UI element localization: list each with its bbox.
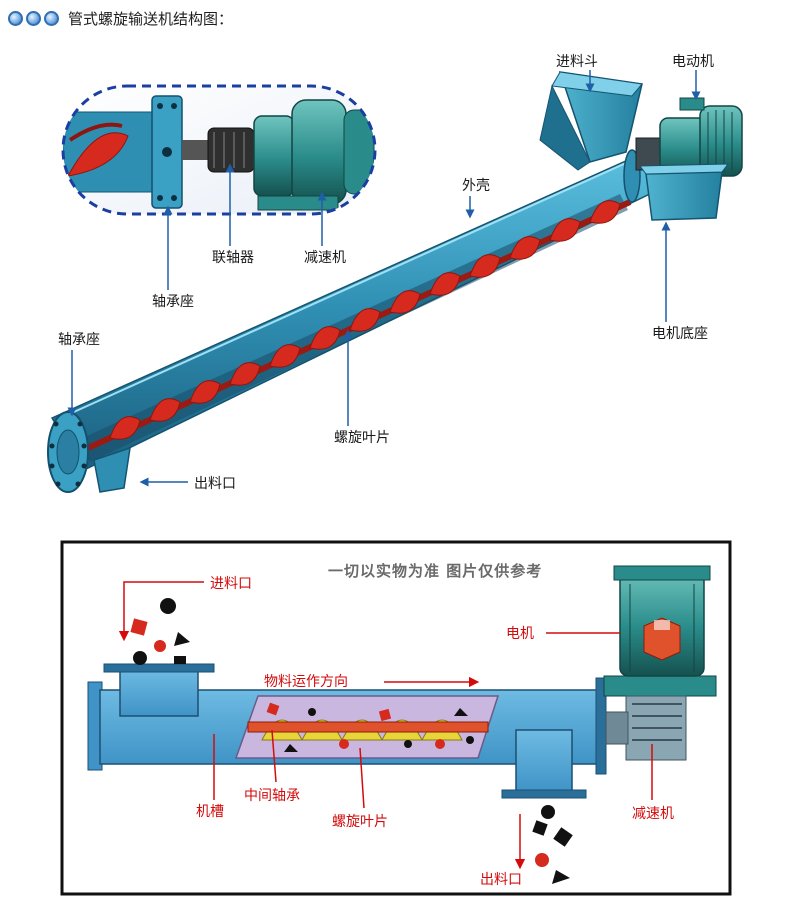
outlet-spout [93, 446, 131, 493]
bullet-dot-icon [26, 10, 41, 26]
outgoing-materials [532, 805, 573, 884]
incoming-materials [130, 598, 190, 665]
bottom-drive-assembly [603, 565, 717, 761]
label-outlet: 出料口 [480, 872, 522, 888]
top-conveyor-diagram: 进料斗 电动机 外壳 减速机 联轴器 轴承座 电机底座 螺旋叶片 轴承座 出料口 [47, 54, 743, 493]
label-feed-hopper: 进料斗 [556, 54, 598, 70]
page-header: 管式螺旋输送机结构图： [8, 6, 233, 30]
label-screw-blade: 螺旋叶片 [332, 814, 388, 830]
label-coupling: 联轴器 [212, 250, 254, 266]
top-motor-base [639, 163, 730, 221]
label-reducer: 减速机 [632, 806, 674, 822]
end-bearing-seat [47, 411, 89, 493]
bullet-dot-icon [8, 10, 23, 26]
bullet-dot-icon [44, 10, 59, 26]
disclaimer-text: 一切以实物为准 图片仅供参考 [328, 562, 542, 580]
label-screw-blade: 螺旋叶片 [334, 430, 390, 446]
label-casing: 外壳 [462, 177, 490, 194]
label-middle-bearing: 中间轴承 [244, 788, 300, 804]
label-motor: 电动机 [672, 54, 714, 70]
detail-inset [61, 84, 377, 216]
label-flow-direction: 物料运作方向 [264, 674, 348, 690]
label-bearing-seat-end: 轴承座 [58, 332, 100, 348]
label-motor: 电机 [506, 626, 534, 642]
bottom-leader-lines [118, 581, 653, 870]
label-inlet: 进料口 [210, 576, 252, 592]
top-leader-lines [67, 70, 701, 487]
feed-hopper [539, 71, 643, 171]
label-motor-base: 电机底座 [652, 326, 708, 342]
label-trough: 机槽 [196, 804, 224, 820]
label-outlet: 出料口 [194, 476, 236, 492]
screw-blades [86, 199, 632, 451]
label-bearing-seat-inset: 轴承座 [152, 294, 194, 310]
top-motor-assembly [635, 97, 743, 177]
label-reducer: 减速机 [304, 250, 346, 266]
cutaway-screw [234, 695, 500, 759]
page-title: 管式螺旋输送机结构图： [68, 9, 234, 28]
bottom-schematic-diagram: 一切以实物为准 图片仅供参考 [60, 540, 732, 896]
